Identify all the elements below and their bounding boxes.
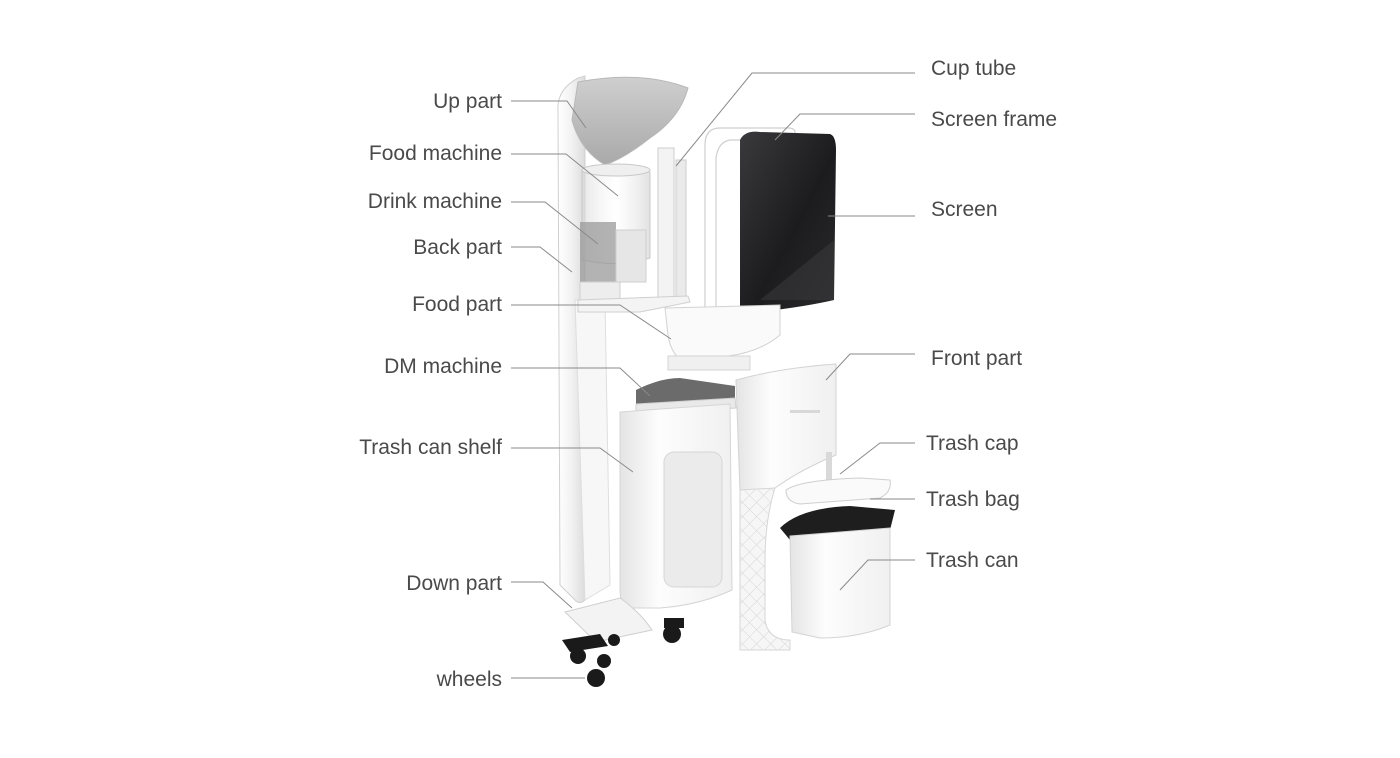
label-down-part: Down part (406, 572, 502, 596)
trash-cap-shape (786, 478, 890, 504)
label-up-part: Up part (433, 90, 502, 114)
label-back-part: Back part (413, 236, 502, 260)
label-trash-cap: Trash cap (926, 432, 1019, 456)
drink-machine-shape (580, 222, 646, 300)
cup-tube-shape (658, 148, 686, 300)
screen-shape (740, 132, 836, 314)
front-tray-base (668, 356, 750, 370)
front-tray-shape (665, 305, 780, 360)
label-trash-can-shelf: Trash can shelf (359, 436, 502, 460)
label-food-part: Food part (412, 293, 502, 317)
label-wheels: wheels (437, 668, 502, 692)
label-front-part: Front part (931, 347, 1022, 371)
label-screen-frame: Screen frame (931, 108, 1057, 132)
trash-can-shape (790, 528, 890, 638)
label-drink-machine: Drink machine (368, 190, 502, 214)
trash-can-shelf-shape (620, 404, 732, 608)
label-cup-tube: Cup tube (931, 57, 1016, 81)
label-trash-can: Trash can (926, 549, 1019, 573)
label-screen: Screen (931, 198, 998, 222)
label-food-machine: Food machine (369, 142, 502, 166)
label-trash-bag: Trash bag (926, 488, 1020, 512)
label-dm-machine: DM machine (384, 355, 502, 379)
